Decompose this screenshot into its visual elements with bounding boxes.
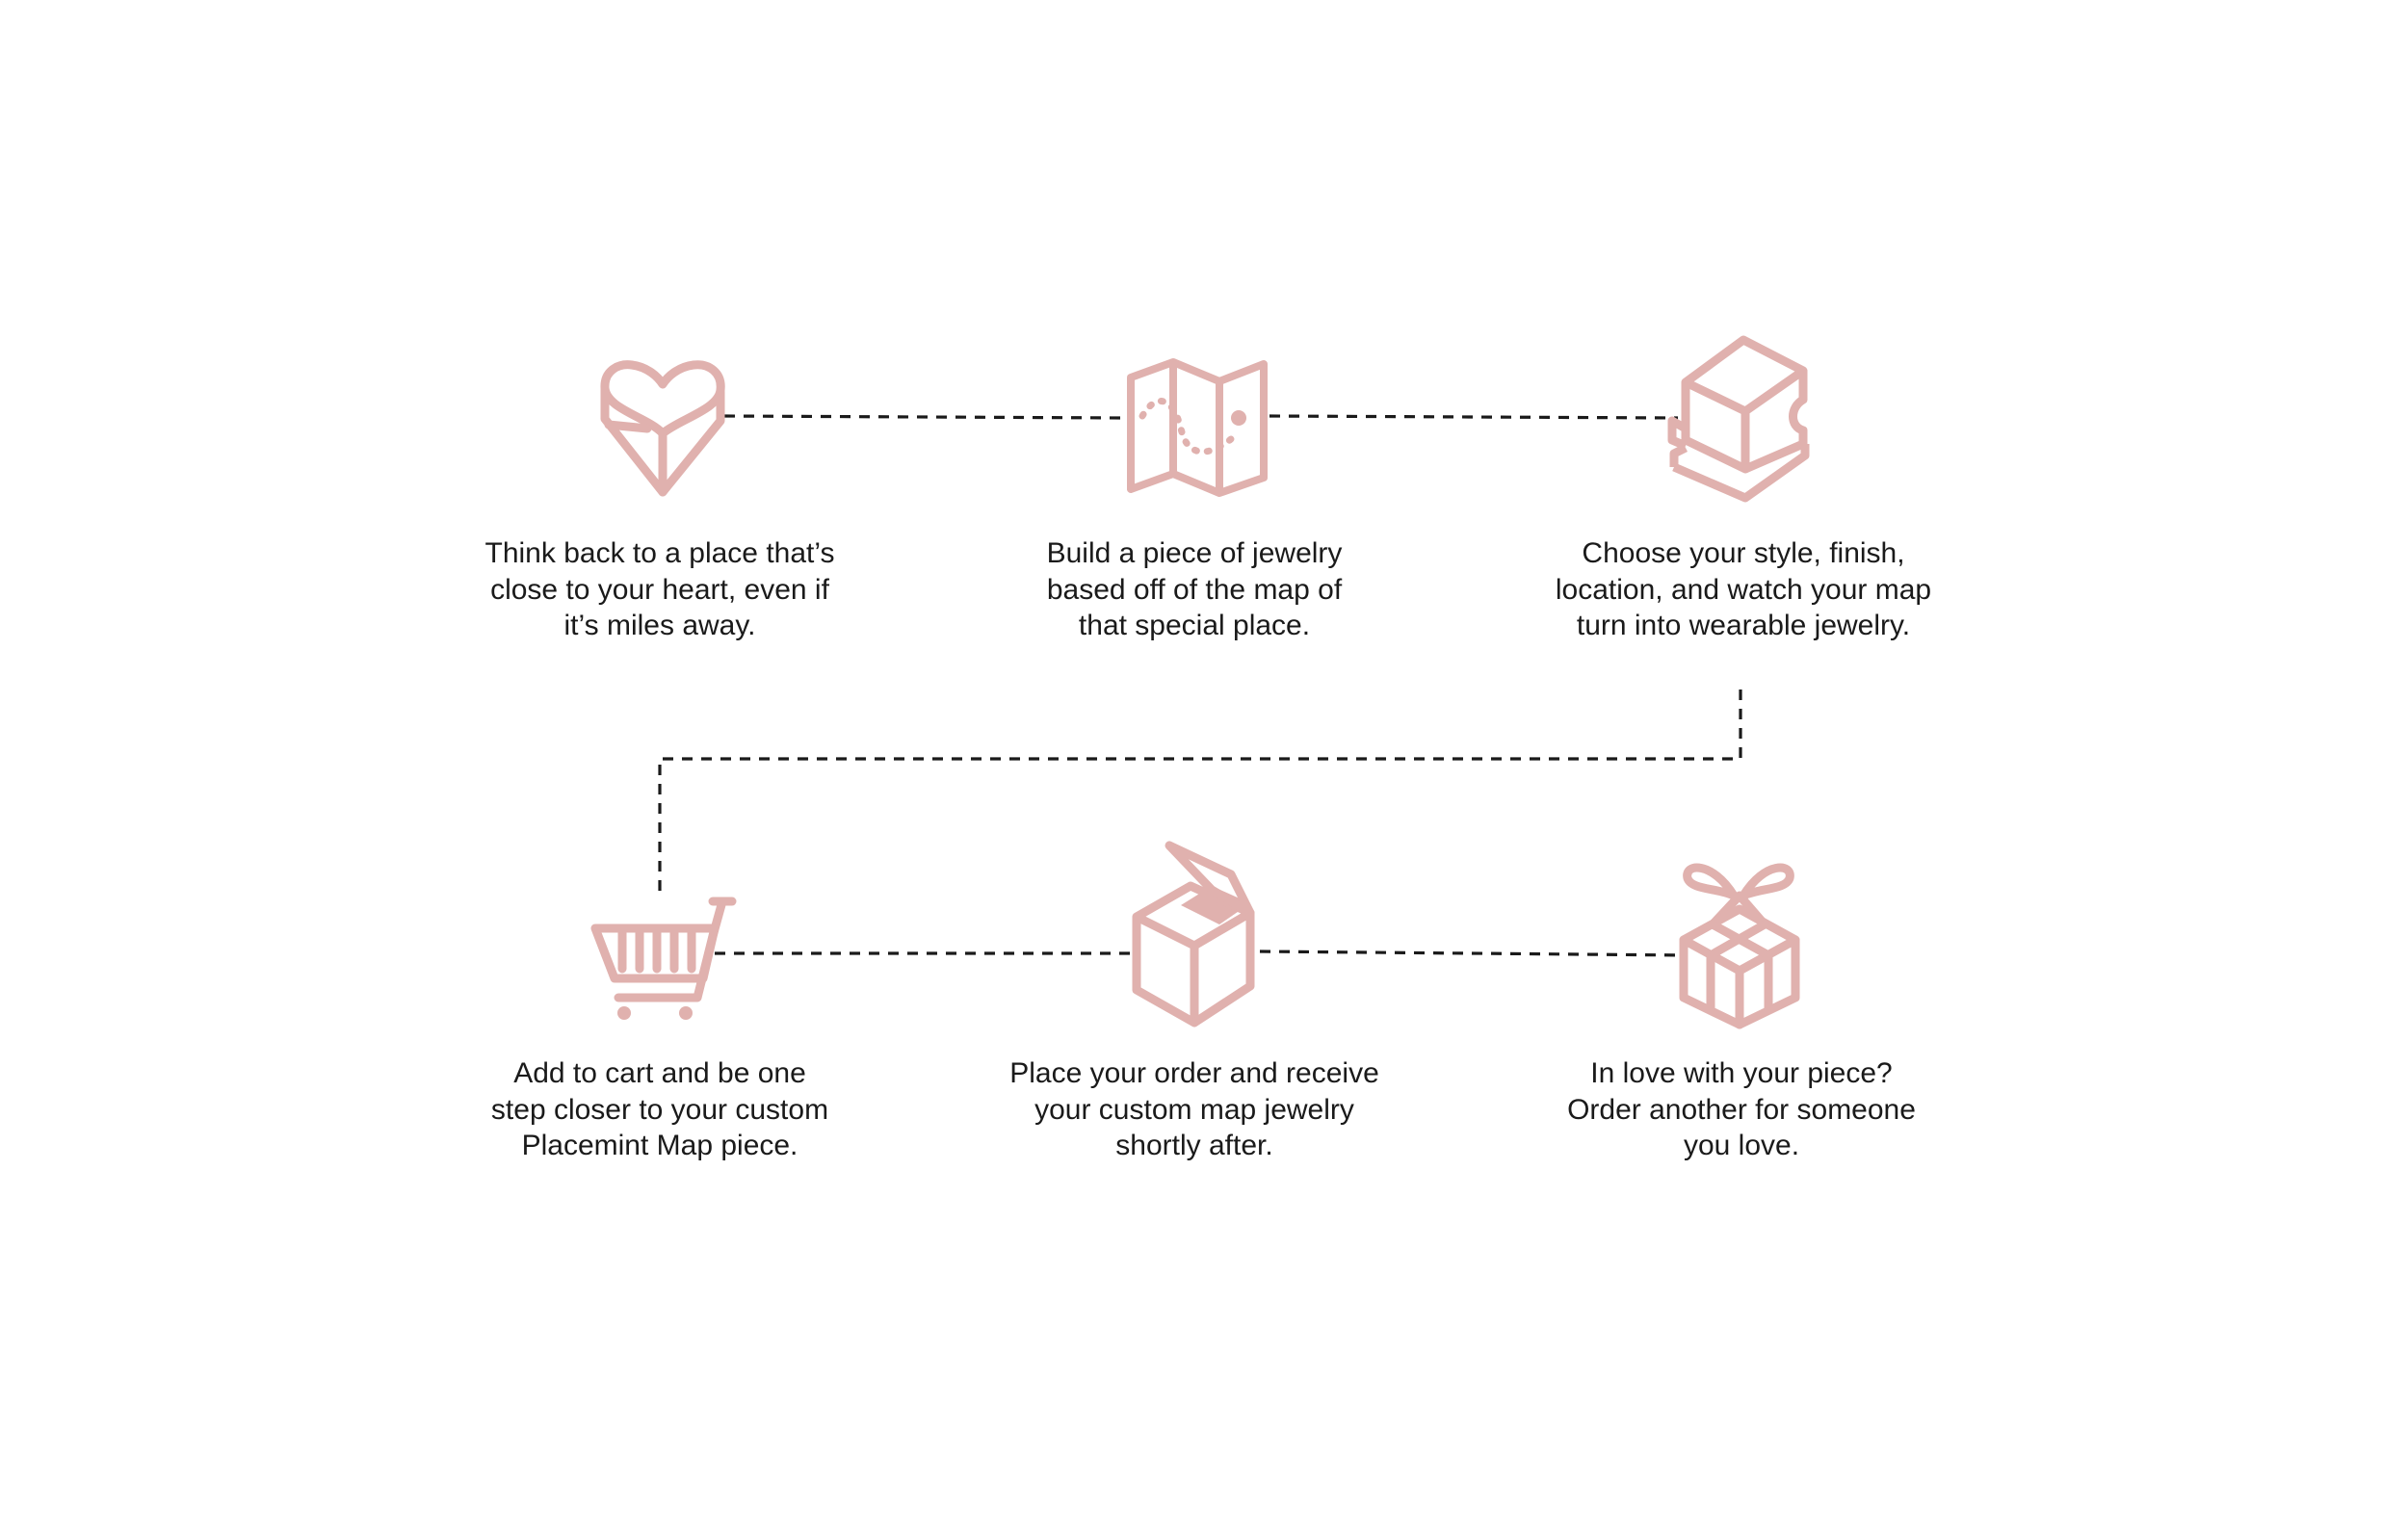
step-5-line-1: Place your order and receive	[1009, 1057, 1379, 1089]
folded-map-icon	[1125, 358, 1269, 497]
step-4-line-1: Add to cart and be one	[513, 1057, 806, 1089]
step-3-caption: Choose your style, finish, location, and…	[1522, 535, 1965, 644]
step-5-line-2: your custom map jewelry	[1034, 1093, 1354, 1126]
connector-step3-step4	[658, 689, 1742, 898]
step-3-line-3: turn into wearable jewelry.	[1576, 610, 1911, 641]
step-6-line-1: In love with your piece?	[1590, 1057, 1893, 1089]
step-3-line-2: location, and watch your map	[1555, 573, 1932, 606]
step-1-line-2: close to your heart, even if	[490, 573, 829, 606]
step-1-line-1: Think back to a place that’s	[484, 537, 835, 569]
open-box-icon	[1125, 836, 1269, 1028]
step-5-caption: Place your order and receive your custom…	[973, 1055, 1416, 1164]
anvil-icon	[1666, 332, 1811, 506]
step-6-line-3: you love.	[1683, 1130, 1800, 1161]
heart-icon	[597, 360, 732, 502]
shopping-cart-icon	[589, 894, 737, 1025]
step-4-line-2: step closer to your custom	[490, 1093, 829, 1126]
step-6-caption: In love with your piece? Order another f…	[1520, 1055, 1963, 1164]
step-4-line-3: Placemint Map piece.	[521, 1130, 798, 1161]
step-2-line-3: that special place.	[1078, 610, 1311, 641]
step-1-line-3: it’s miles away.	[563, 610, 756, 641]
step-1-caption: Think back to a place that’s close to yo…	[438, 535, 881, 644]
step-2-caption: Build a piece of jewelry based off of th…	[973, 535, 1416, 644]
step-2-line-1: Build a piece of jewelry	[1046, 537, 1343, 569]
step-6-line-2: Order another for someone	[1567, 1093, 1916, 1126]
connector-step2-step3	[1269, 414, 1679, 420]
connector-step1-step2	[723, 414, 1126, 420]
step-4-caption: Add to cart and be one step closer to yo…	[438, 1055, 881, 1164]
step-2-line-2: based off of the map of	[1046, 573, 1343, 606]
gift-box-icon	[1678, 855, 1803, 1029]
step-5-line-3: shortly after.	[1115, 1130, 1273, 1161]
connector-step5-step6	[1259, 950, 1688, 957]
step-3-line-1: Choose your style, finish,	[1582, 537, 1905, 569]
